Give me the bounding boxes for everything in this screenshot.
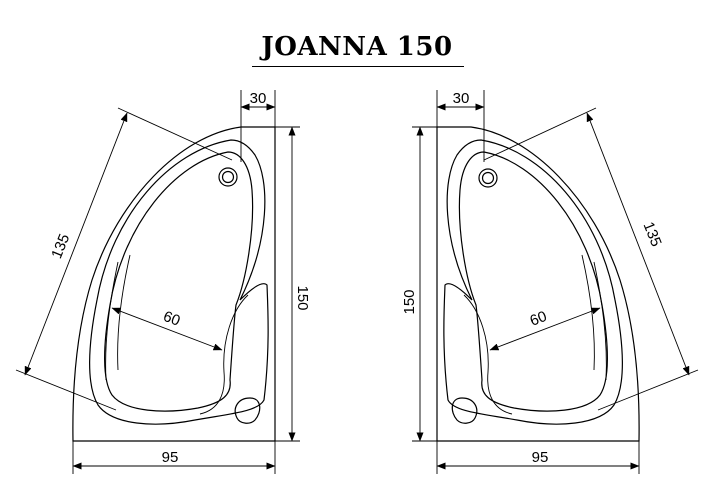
right-bath-drain-outer (478, 168, 498, 188)
right-dim-135-ext-bottom (597, 369, 699, 411)
left-dim-135-label: 135 (48, 232, 73, 262)
left-dim-60-label: 60 (161, 308, 183, 330)
left-bath-basin-outer (89, 139, 269, 425)
left-bath-drain-inner (221, 170, 235, 184)
diagram-title: JOANNA 150 (261, 32, 453, 62)
right-dim-135-label: 135 (640, 220, 665, 250)
right-dim-95-label: 95 (532, 449, 549, 466)
right-dim-60-label: 60 (528, 308, 550, 330)
left-bath: 30 150 95 135 60 (15, 90, 311, 474)
left-dim-135-ext-bottom (15, 369, 117, 411)
left-dim-60-line (111, 307, 223, 351)
left-dim-135-line (24, 112, 128, 376)
right-bath: 30 150 95 135 60 (401, 90, 699, 474)
right-bath-drain-inner (481, 171, 495, 185)
right-bath-headrest (451, 397, 478, 424)
left-bath-drain-outer (218, 167, 238, 187)
left-dim-150-label: 150 (294, 285, 311, 310)
left-dim-30-label: 30 (250, 90, 267, 107)
right-dim-135-line (586, 112, 690, 376)
left-bath-seat-line (105, 254, 131, 381)
right-bath-basin-inner (458, 151, 608, 412)
left-bath-seat-curve (199, 294, 249, 415)
left-dim-95-label: 95 (162, 449, 179, 466)
right-dim-150-label: 150 (401, 289, 418, 314)
right-dim-30-label: 30 (453, 90, 470, 107)
right-bath-basin-outer (443, 139, 623, 425)
left-dim-135-ext-top (117, 107, 233, 161)
right-dim-60-line (489, 307, 601, 351)
right-dim-135-ext-top (483, 107, 597, 161)
right-bath-outer-rim (436, 126, 640, 442)
right-bath-seat-curve (463, 294, 513, 415)
left-bath-basin-inner (104, 151, 254, 412)
right-bath-seat-line (581, 254, 607, 381)
left-bath-headrest (234, 397, 261, 424)
title-underline (252, 66, 464, 67)
